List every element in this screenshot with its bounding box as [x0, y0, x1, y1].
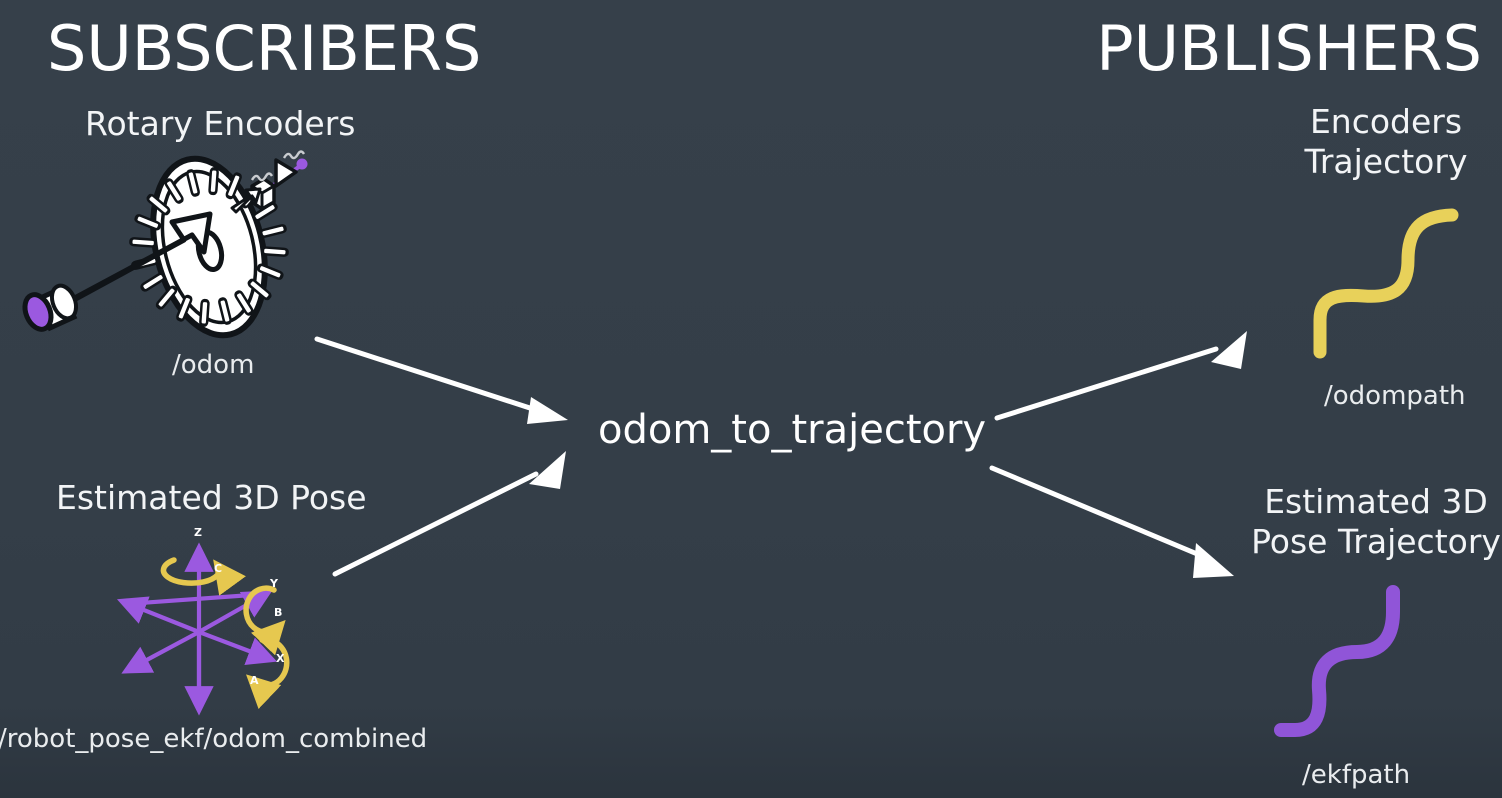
rotation-label-c: C	[214, 562, 222, 575]
ekf-trajectory-title-line2: Pose Trajectory	[1251, 521, 1501, 561]
rotary-encoders-title: Rotary Encoders	[85, 104, 356, 143]
axis-label-x: X	[276, 652, 285, 665]
encoders-trajectory-title: Encoders Trajectory	[1296, 102, 1476, 181]
estimated-3d-pose-title: Estimated 3D Pose	[56, 478, 367, 517]
arrow-ekf-to-node	[332, 451, 566, 577]
purple-s-curve-path-icon	[1274, 585, 1400, 737]
encoders-trajectory-title-line2: Trajectory	[1304, 141, 1468, 181]
subscribers-header: SUBSCRIBERS	[47, 12, 482, 85]
yellow-s-curve-path-icon	[1313, 208, 1459, 359]
topic-ekfpath: /ekfpath	[1302, 760, 1411, 790]
arrow-node-to-odompath	[994, 331, 1247, 421]
rotary-encoder-disc-icon	[22, 155, 289, 339]
rotation-label-a: A	[250, 674, 259, 687]
ekf-trajectory-title-line1: Estimated 3D	[1264, 482, 1488, 521]
topic-robot-pose-ekf-odom-combined: /robot_pose_ekf/odom_combined	[0, 724, 428, 754]
encoder-motor-cap	[22, 283, 79, 332]
photo-emitter-detector-icon	[230, 150, 308, 214]
axis-label-z: Z	[194, 526, 202, 539]
rotation-label-b: B	[274, 606, 282, 619]
6dof-axes-icon: Z C Y B X A	[116, 526, 290, 716]
encoders-trajectory-title-line1: Encoders	[1309, 102, 1463, 141]
topic-odompath: /odompath	[1324, 381, 1466, 411]
arrow-odom-to-node	[314, 336, 568, 424]
arrow-node-to-ekfpath	[989, 465, 1234, 578]
node-name-odom-to-trajectory: odom_to_trajectory	[598, 407, 987, 453]
axis-label-y: Y	[269, 577, 279, 590]
ekf-trajectory-title: Estimated 3D Pose Trajectory	[1248, 482, 1502, 561]
publishers-header: PUBLISHERS	[1096, 12, 1482, 85]
topic-odom: /odom	[172, 350, 255, 380]
